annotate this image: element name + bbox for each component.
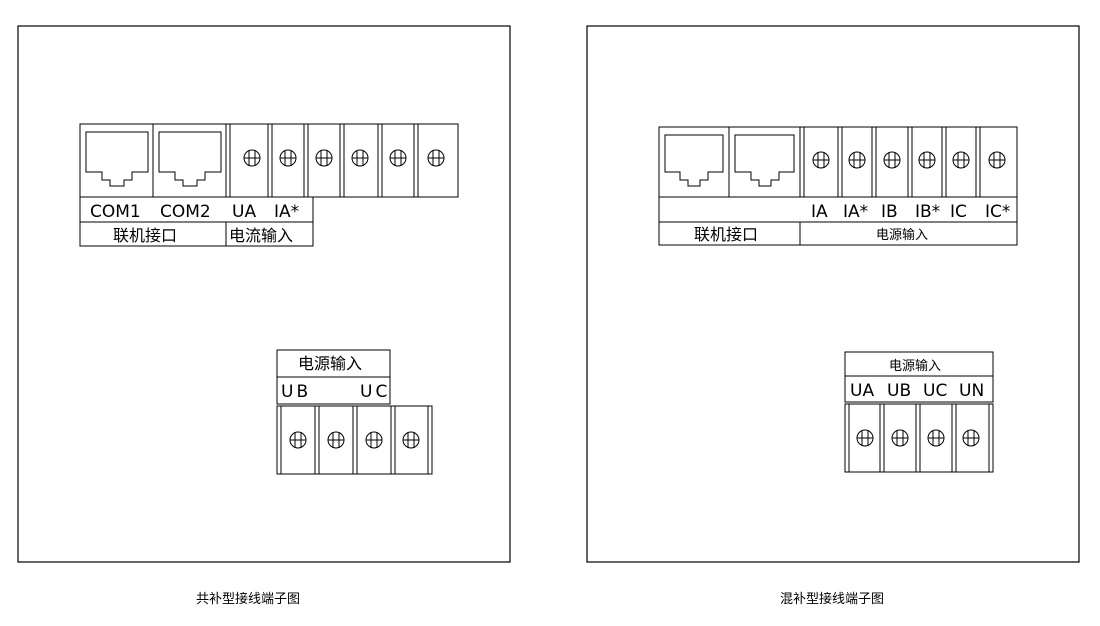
screw-terminal-icon [883,151,901,169]
rj45-port-icon [664,134,724,187]
right-power-title-box [844,351,994,377]
group-label-ports: 联机接口 [694,225,758,244]
screw-terminal-icon [812,151,830,169]
left-diagram: COM1 COM2 UA IA* 联机接口 电流输入 电源输入 UB UC 共补… [17,25,511,607]
screw-terminal-icon [918,151,936,169]
terminal-label-ub: UB [281,382,311,402]
rj45-port-icon [158,131,222,187]
right-diagram-caption: 混补型接线端子图 [780,591,884,607]
terminal-label-ic-star: IC* [985,202,1010,222]
terminal-label-un: UN [959,381,984,401]
screw-terminal-icon [243,149,261,167]
group-label-current-input: 电流输入 [229,226,293,245]
screw-terminal-icon [402,431,420,449]
screw-terminal-icon [289,431,307,449]
screw-terminal-icon [856,429,874,447]
power-input-title: 电源输入 [298,354,362,373]
screw-terminal-icon [351,149,369,167]
group-label-ports: 联机接口 [113,226,177,245]
rj45-port-icon [734,134,795,187]
screw-terminal-icon [891,429,909,447]
terminal-label-ua: UA [232,202,256,222]
left-diagram-caption: 共补型接线端子图 [196,591,300,607]
right-top-label-table [658,196,1018,246]
left-panel-frame [17,25,511,563]
port-label-com2: COM2 [160,202,211,222]
port-label-com1: COM1 [90,202,141,222]
terminal-label-ib: IB [881,202,898,222]
terminal-label-ia: IA [811,202,828,222]
screw-terminal-icon [327,431,345,449]
screw-terminal-icon [952,151,970,169]
right-power-label-box [844,375,994,403]
terminal-label-ib-star: IB* [915,202,940,222]
screw-terminal-icon [962,429,980,447]
left-power-label-box [276,376,391,405]
screw-terminal-icon [365,431,383,449]
terminal-label-ia-star: IA* [843,202,868,222]
terminal-label-uc: UC [360,382,390,402]
terminal-label-ua: UA [850,381,874,401]
group-label-power-input: 电源输入 [876,227,928,243]
rj45-port-icon [85,131,149,187]
screw-terminal-icon [848,151,866,169]
power-input-title: 电源输入 [889,358,941,374]
terminal-label-ic: IC [950,202,967,222]
right-panel-frame [586,25,1080,563]
screw-terminal-icon [927,429,945,447]
screw-terminal-icon [279,149,297,167]
left-power-title-box [276,349,391,378]
screw-terminal-icon [427,149,445,167]
terminal-label-ub: UB [887,381,911,401]
screw-terminal-icon [315,149,333,167]
screw-terminal-icon [389,149,407,167]
terminal-label-uc: UC [923,381,947,401]
right-diagram: IA IA* IB IB* IC IC* 联机接口 电源输入 电源输入 UA U… [586,25,1080,607]
screw-terminal-icon [988,151,1006,169]
terminal-label-ia-star: IA* [274,202,299,222]
